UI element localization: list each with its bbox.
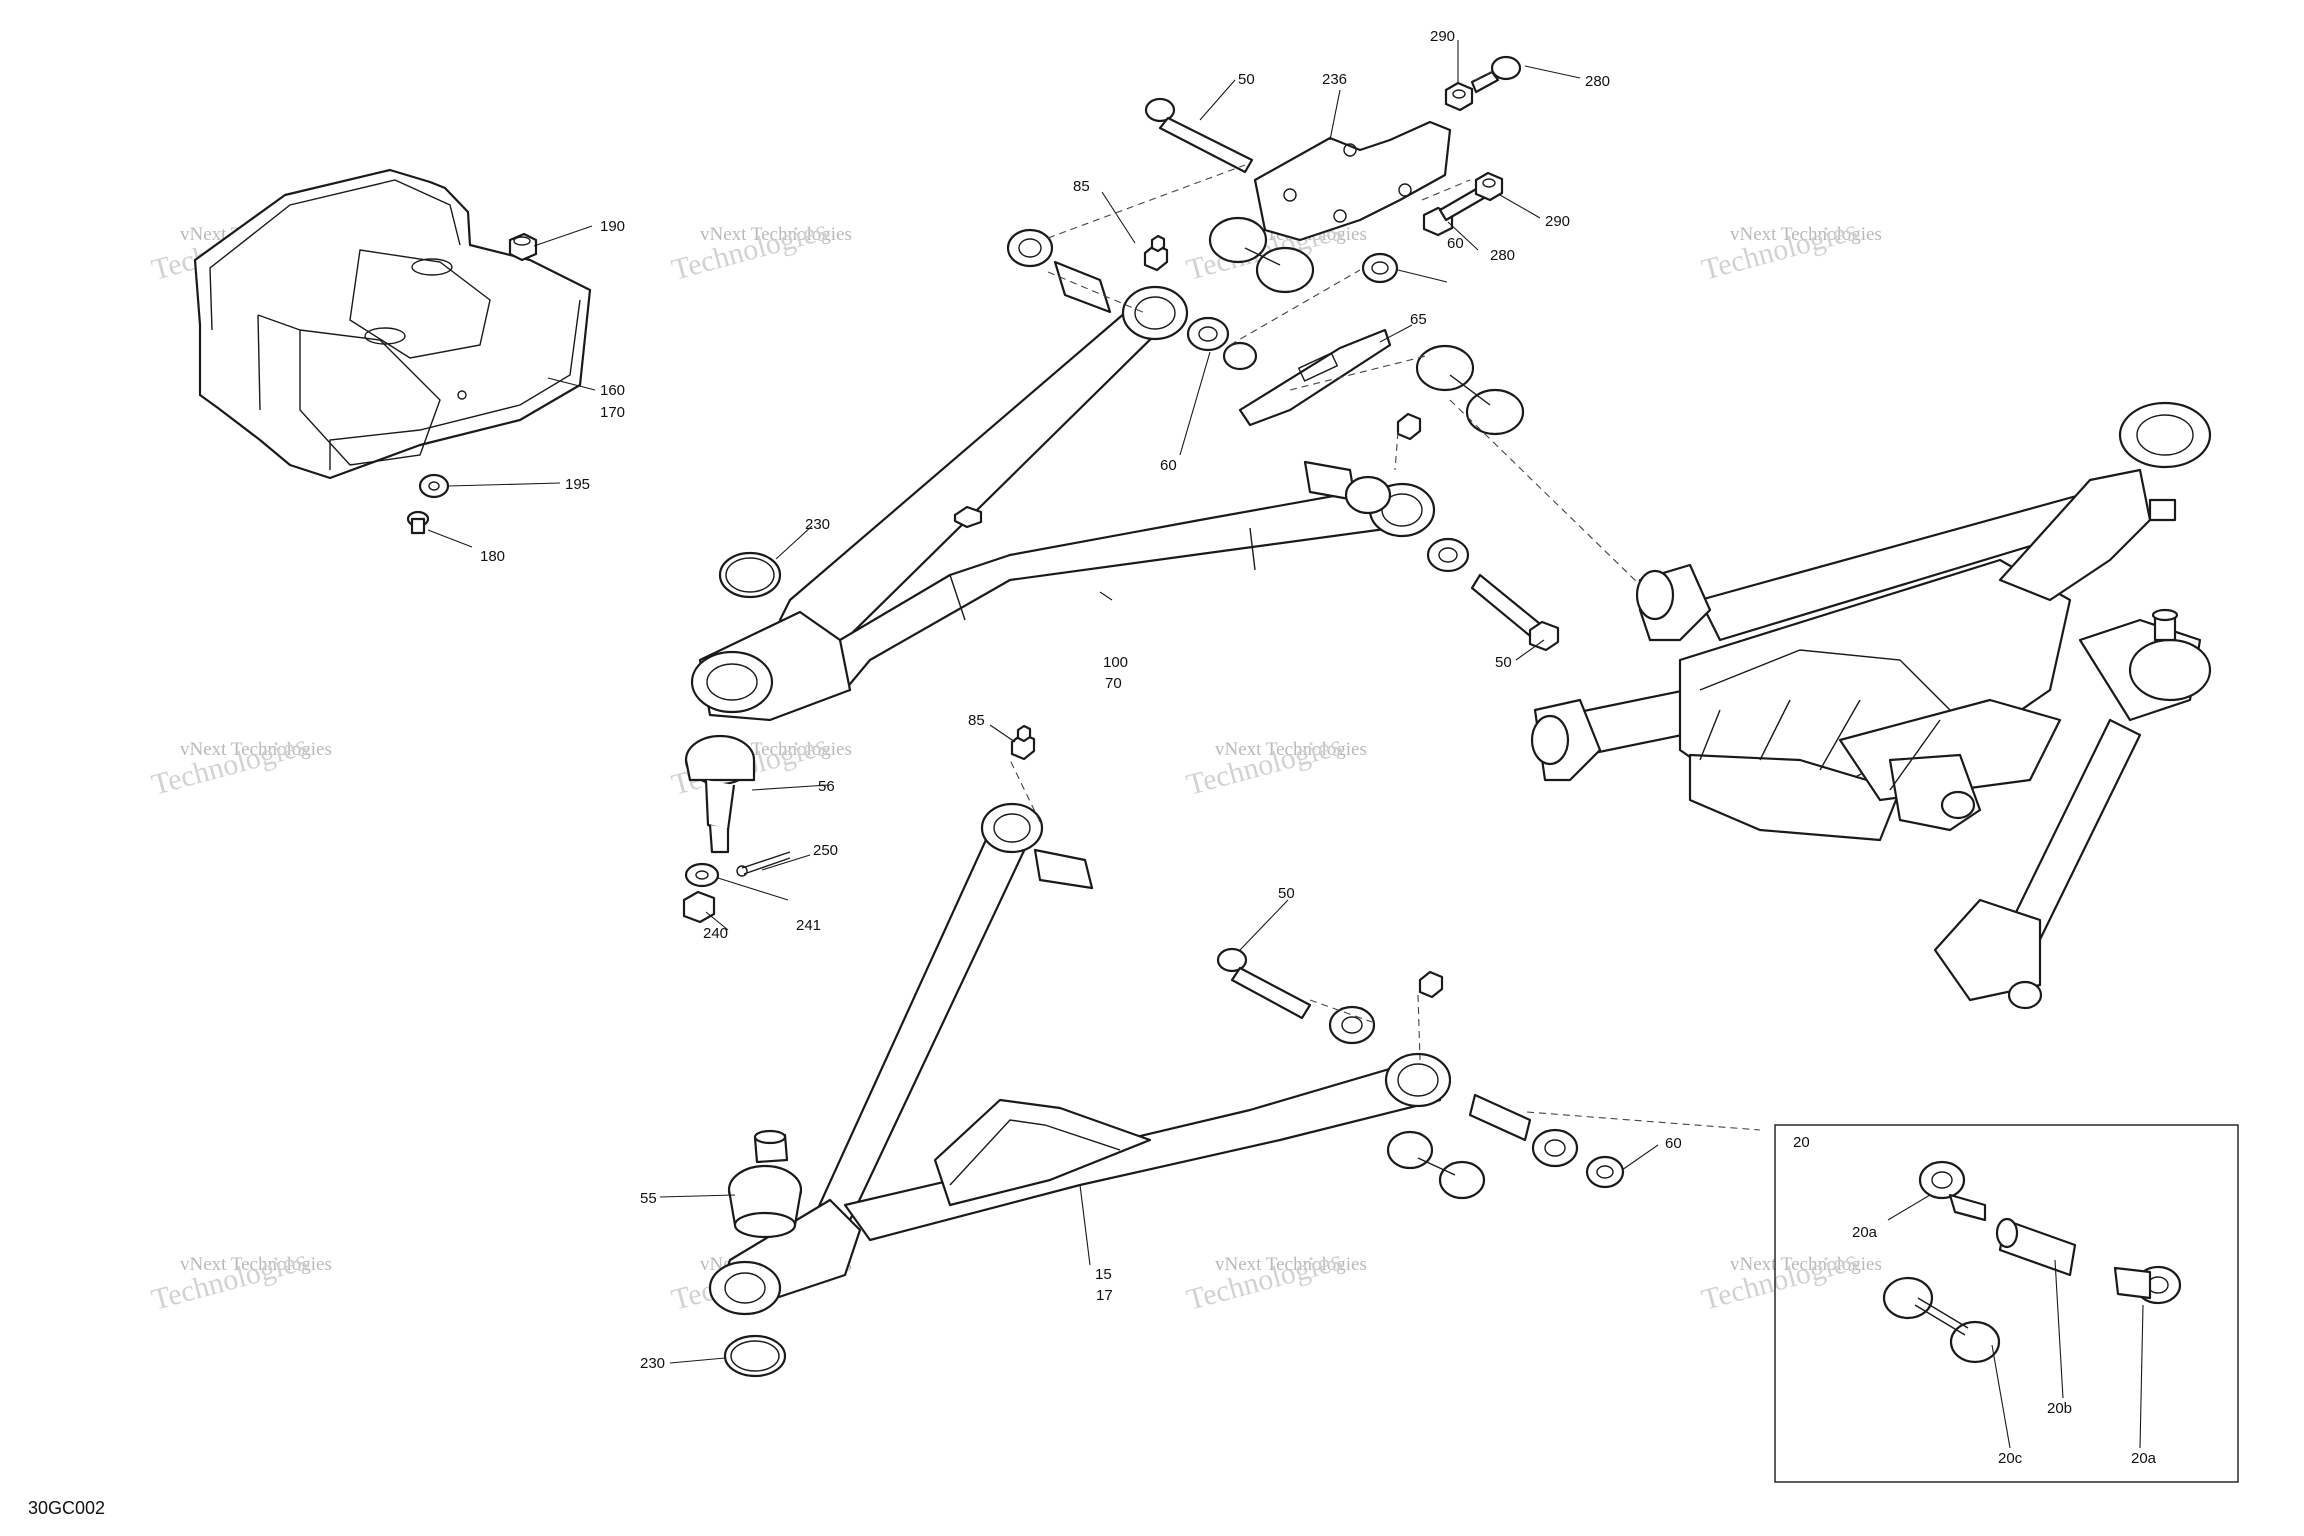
screw-180 [406,510,430,535]
shim-plate-lower-front [1386,1130,1486,1200]
grease-fitting-lower-front [1418,970,1444,999]
callout-70: 70 [1105,675,1122,692]
nut-240 [682,890,716,924]
grease-fitting-85-lower [1010,724,1036,761]
bushing-60-upper-rear [1361,252,1399,284]
bushing-20a-left [1918,1160,1987,1222]
callout-65: 65 [1410,311,1427,328]
callout-280-mid: 280 [1490,247,1515,264]
bolt-280-mid [1422,186,1486,237]
callout-15: 15 [1095,1266,1112,1283]
watermark: vNext Technologies Technologies [1698,214,1882,287]
callout-85-lower: 85 [968,712,985,729]
callout-280-top: 280 [1585,73,1610,90]
lower-a-arm [708,802,1452,1316]
shim-plate-upper-rear [1208,216,1315,294]
callout-labels: 190 160 170 195 180 50 236 290 280 85 29… [480,28,2157,1467]
watermark: vNext Technologies Technologies [148,729,332,802]
watermark-line1: vNext Technologies [1730,224,1882,245]
callout-290-top: 290 [1430,28,1455,45]
detail-box-label: 20 [1793,1134,1810,1151]
washer-241 [684,862,720,888]
callout-190: 190 [600,218,625,235]
bushing-20a-right [2113,1265,2182,1305]
upper-a-arm [690,285,1436,722]
callout-20b: 20b [2047,1400,2072,1417]
bolt-50-upper-front [1470,573,1560,652]
cotter-pin-250 [736,851,791,877]
bushing-upper-front [1303,460,1392,515]
retaining-ring-230-lower [723,1334,787,1378]
sleeve-20b [1995,1217,2077,1277]
watermark-line1: vNext Technologies [1215,1254,1367,1275]
callout-56: 56 [818,778,835,795]
callout-20a-left: 20a [1852,1224,1878,1241]
grease-fitting-upper-front [1396,412,1422,441]
bolt-280-top [1470,55,1522,94]
callout-236: 236 [1322,71,1347,88]
callout-240: 240 [703,925,728,942]
watermark: vNext Technologies Technologies [1698,1244,1882,1317]
bushings-60-upper-front [1186,316,1258,371]
assembly-lines [1009,69,1761,1131]
callout-50-lower: 50 [1278,885,1295,902]
callout-85-top: 85 [1073,178,1090,195]
bushing-60-upper-front-outer [1426,537,1470,573]
callout-160: 160 [600,382,625,399]
callout-50-top: 50 [1238,71,1255,88]
bracket-236 [1253,120,1452,242]
skid-plate-bolt-190 [508,232,538,262]
callout-230-lower: 230 [640,1355,665,1372]
nut-290-mid [1474,171,1504,202]
watermark: vNext Technologies Technologies [148,1244,332,1317]
bushing-60-lower [1585,1155,1625,1189]
callout-170: 170 [600,404,625,421]
callout-250: 250 [813,842,838,859]
assembled-suspension-view [1530,401,2212,1010]
watermark-line1: vNext Technologies [180,1254,332,1275]
bolt-50-upper-rear [1144,97,1254,174]
callout-60-top: 60 [1447,235,1464,252]
drawing-code: 30GC002 [28,1498,105,1518]
leader-lines [427,40,2144,1449]
ball-joint-56 [684,734,756,854]
nut-290-top [1444,81,1474,112]
shim-plate-65 [1238,328,1392,427]
callout-230-upper: 230 [805,516,830,533]
bushing-lower-rear [1328,1005,1376,1045]
callout-290-mid: 290 [1545,213,1570,230]
callout-55: 55 [640,1190,657,1207]
upper-bushing-left [1006,228,1112,314]
grease-fitting-85-upper [1143,234,1169,272]
callout-17: 17 [1096,1287,1113,1304]
watermark-line1: vNext Technologies [1730,1254,1882,1275]
watermark-line1: vNext Technologies [700,224,852,245]
ball-joint-55 [727,1129,803,1239]
washer-195 [418,473,450,499]
watermark-line1: vNext Technologies [180,739,332,760]
watermark-line1: vNext Technologies [1215,739,1367,760]
watermark: vNext Technologies Technologies [1183,729,1367,802]
bolt-50-lower [1216,947,1312,1020]
callout-100: 100 [1103,654,1128,671]
callout-241: 241 [796,917,821,934]
callout-20c: 20c [1998,1450,2023,1467]
bushing-lower-front [1531,1128,1579,1168]
sleeve-lower-front [1468,1093,1532,1142]
callout-180: 180 [480,548,505,565]
callout-60-lower: 60 [1665,1135,1682,1152]
shim-plate-20c [1882,1276,2001,1364]
skid-plate-guard [193,168,592,480]
retaining-ring-230-upper [718,551,782,599]
shim-plate-upper-front [1415,344,1525,436]
watermark: vNext Technologies Technologies [1183,1244,1367,1317]
callout-20a-right: 20a [2131,1450,2157,1467]
callout-60-upper: 60 [1160,457,1177,474]
detail-box-20: 20 [1774,1124,2239,1483]
callout-195: 195 [565,476,590,493]
watermark: vNext Technologies Technologies [668,214,852,287]
callout-50-upper-front: 50 [1495,654,1512,671]
